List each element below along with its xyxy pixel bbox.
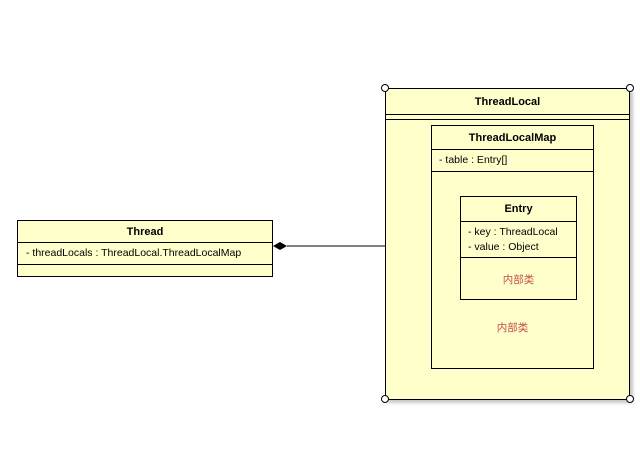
class-threadlocalmap-name: ThreadLocalMap	[432, 126, 593, 150]
class-entry[interactable]: Entry - key : ThreadLocal - value : Obje…	[460, 196, 577, 300]
class-thread[interactable]: Thread - threadLocals : ThreadLocal.Thre…	[17, 220, 273, 277]
attribute-value: - value : Object	[468, 241, 539, 253]
composition-diamond	[273, 242, 287, 250]
resize-handle-top-left[interactable]	[381, 84, 389, 92]
attribute-table: - table : Entry[]	[439, 154, 508, 166]
inner-class-note: 内部类	[496, 322, 529, 334]
class-entry-attributes: - key : ThreadLocal - value : Object	[461, 222, 576, 258]
class-entry-name: Entry	[461, 197, 576, 222]
class-threadlocalmap-attributes: - table : Entry[]	[432, 150, 593, 172]
attribute-key: - key : ThreadLocal	[468, 226, 558, 238]
attribute-threadlocals: - threadLocals : ThreadLocal.ThreadLocal…	[26, 247, 242, 259]
inner-class-note: 内部类	[502, 274, 535, 286]
resize-handle-bottom-left[interactable]	[381, 395, 389, 403]
resize-handle-top-right[interactable]	[626, 84, 634, 92]
class-threadlocal-attributes-compartment	[386, 115, 629, 120]
class-thread-name: Thread	[18, 221, 272, 243]
class-thread-attributes: - threadLocals : ThreadLocal.ThreadLocal…	[18, 243, 272, 265]
class-threadlocal-name: ThreadLocal	[386, 89, 629, 115]
resize-handle-bottom-right[interactable]	[626, 395, 634, 403]
